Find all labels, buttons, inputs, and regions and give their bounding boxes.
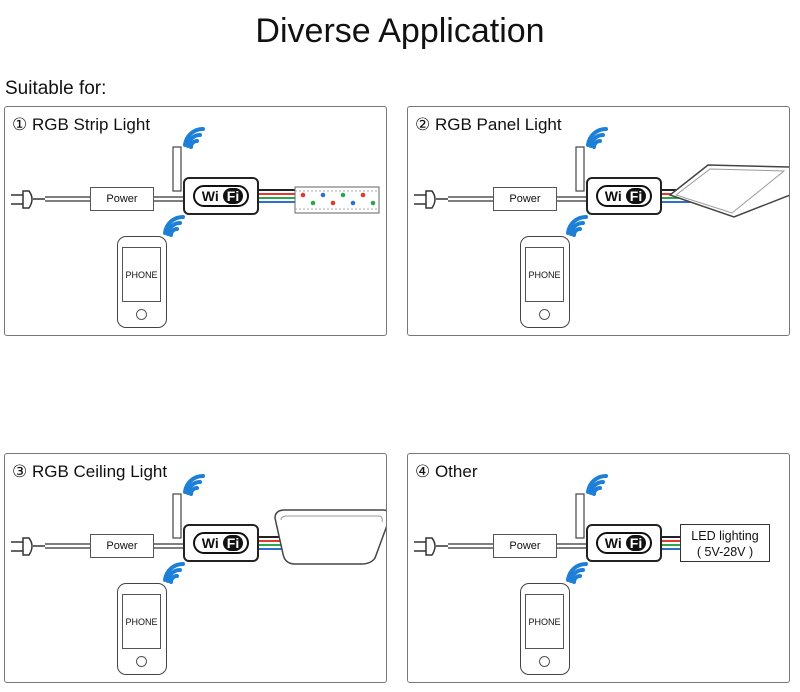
- antenna-icon: [575, 146, 585, 192]
- strip-led: [360, 192, 366, 198]
- led-lighting-label: LED lighting: [691, 529, 759, 543]
- rgb-ceiling-light-icon: [274, 509, 386, 565]
- strip-led: [340, 192, 346, 198]
- panel-label: ① RGB Strip Light: [12, 115, 151, 134]
- phone-icon: PHONE: [117, 236, 167, 328]
- phone-screen-label: PHONE: [122, 247, 161, 302]
- plug-icon: [414, 190, 448, 209]
- led-lighting-box: LED lighting ( 5V-28V ): [680, 524, 770, 562]
- wifi-logo-icon: Wi Fi: [193, 532, 249, 554]
- plug-icon: [11, 190, 45, 209]
- wifi-controller: Wi Fi: [183, 177, 259, 215]
- wifi-logo-icon: Wi Fi: [596, 185, 652, 207]
- wifi-controller: Wi Fi: [586, 524, 662, 562]
- strip-led: [300, 192, 306, 198]
- wifi-logo-icon: Wi Fi: [193, 185, 249, 207]
- phone-icon: PHONE: [520, 236, 570, 328]
- wifi-controller: Wi Fi: [586, 177, 662, 215]
- suitable-for-label: Suitable for:: [5, 78, 107, 99]
- led-voltage-label: ( 5V-28V ): [696, 545, 754, 559]
- phone-icon: PHONE: [117, 583, 167, 675]
- wifi-signal-icon: [183, 126, 205, 149]
- plug-icon: [11, 537, 45, 556]
- wifi-logo-fi: Fi: [222, 535, 244, 551]
- panel-rgb-strip-light: ① RGB Strip Light Power Wi Fi PHONE: [4, 106, 387, 336]
- strip-led: [330, 200, 336, 206]
- wifi-signal-icon: [163, 214, 185, 237]
- wifi-logo-wi: Wi: [201, 535, 219, 551]
- wifi-logo-fi: Fi: [625, 188, 647, 204]
- phone-home-button: [539, 309, 550, 320]
- rgb-strip-light-icon: [294, 186, 380, 214]
- strip-led: [310, 200, 316, 206]
- strip-led: [370, 200, 376, 206]
- power-supply-box: Power: [90, 187, 154, 211]
- panel-label: ② RGB Panel Light: [415, 115, 562, 134]
- phone-screen-label: PHONE: [525, 594, 564, 649]
- phone-home-button: [539, 656, 550, 667]
- phone-screen-label: PHONE: [525, 247, 564, 302]
- page-title: Diverse Application: [255, 12, 545, 50]
- panel-label: ④ Other: [415, 462, 478, 481]
- power-supply-box: Power: [493, 534, 557, 558]
- wifi-logo-wi: Wi: [604, 535, 622, 551]
- antenna-icon: [575, 493, 585, 539]
- antenna-icon: [172, 146, 182, 192]
- panel-rgb-panel-light: ② RGB Panel Light Power Wi Fi PHONE: [407, 106, 790, 336]
- panel-label: ③ RGB Ceiling Light: [12, 462, 168, 481]
- power-supply-box: Power: [493, 187, 557, 211]
- wifi-logo-icon: Wi Fi: [596, 532, 652, 554]
- wifi-signal-icon: [566, 561, 588, 584]
- phone-home-button: [136, 309, 147, 320]
- power-supply-box: Power: [90, 534, 154, 558]
- panel-rgb-ceiling-light: ③ RGB Ceiling Light Power Wi Fi PHONE: [4, 453, 387, 683]
- wifi-signal-icon: [183, 473, 205, 496]
- strip-led: [350, 200, 356, 206]
- wifi-logo-fi: Fi: [625, 535, 647, 551]
- wifi-logo-wi: Wi: [604, 188, 622, 204]
- wifi-logo-fi: Fi: [222, 188, 244, 204]
- phone-screen-label: PHONE: [122, 594, 161, 649]
- wifi-signal-icon: [586, 126, 608, 149]
- panel-other: ④ Other Power Wi Fi PHONE LED lighting (…: [407, 453, 790, 683]
- antenna-icon: [172, 493, 182, 539]
- rgb-panel-light-icon: [668, 164, 789, 218]
- wifi-signal-icon: [163, 561, 185, 584]
- wifi-signal-icon: [586, 473, 608, 496]
- phone-icon: PHONE: [520, 583, 570, 675]
- plug-icon: [414, 537, 448, 556]
- wifi-signal-icon: [566, 214, 588, 237]
- phone-home-button: [136, 656, 147, 667]
- wifi-logo-wi: Wi: [201, 188, 219, 204]
- wifi-controller: Wi Fi: [183, 524, 259, 562]
- strip-led: [320, 192, 326, 198]
